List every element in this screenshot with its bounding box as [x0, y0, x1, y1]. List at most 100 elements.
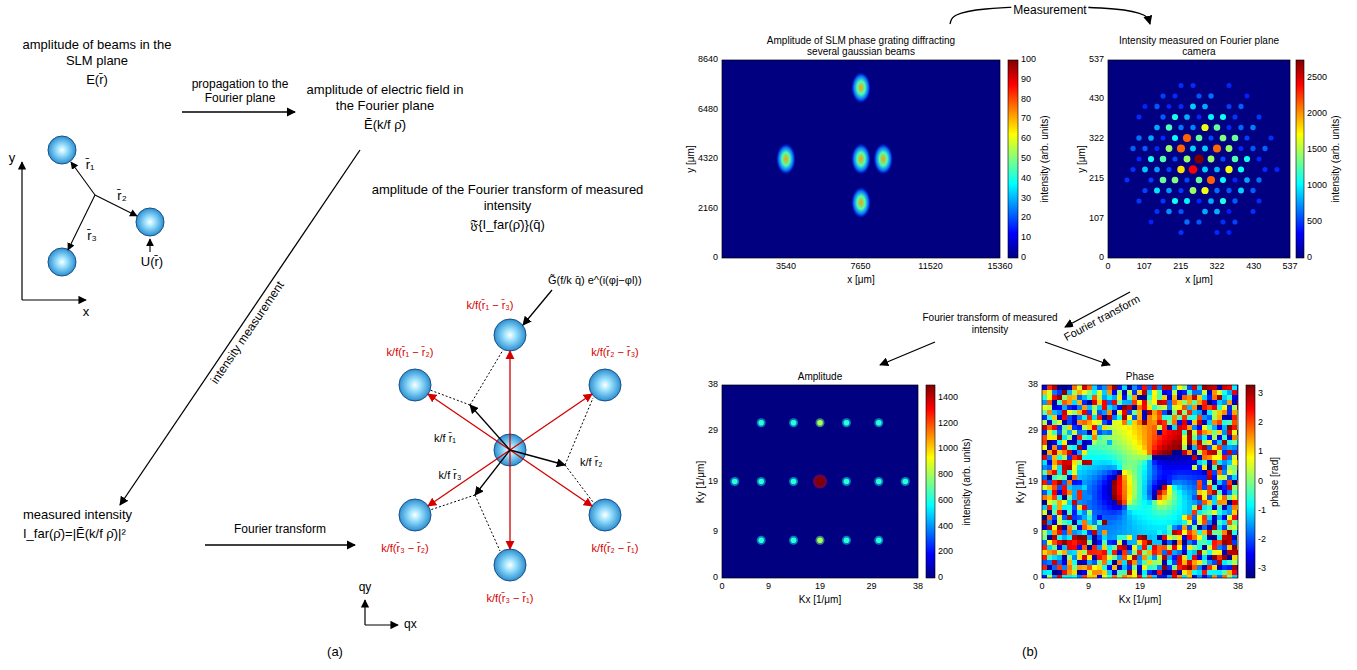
phase-cell	[1102, 465, 1107, 470]
phase-cell	[1097, 560, 1102, 565]
phase-cell	[1082, 540, 1087, 545]
phase-cell	[1212, 470, 1217, 475]
peak	[844, 538, 850, 544]
phase-cell	[1067, 475, 1072, 480]
phase-cell	[1047, 530, 1052, 535]
phase-cell	[1222, 560, 1227, 565]
tick-label: 38	[708, 380, 718, 390]
phase-cell	[1112, 425, 1117, 430]
phase-cell	[1057, 420, 1062, 425]
tick-label: 29	[1187, 582, 1197, 592]
phase-cell	[1077, 410, 1082, 415]
phase-cell	[1202, 480, 1207, 485]
phase-cell	[1147, 395, 1152, 400]
phase-cell	[1092, 430, 1097, 435]
phase-cell	[1092, 410, 1097, 415]
phase-cell	[1077, 540, 1082, 545]
phase-cell	[1217, 510, 1222, 515]
phase-cell	[1062, 520, 1067, 525]
phase-cell	[1042, 450, 1047, 455]
speckle	[1166, 124, 1172, 130]
phase-cell	[1077, 435, 1082, 440]
phase-cell	[1072, 405, 1077, 410]
phase-cell	[1122, 495, 1127, 500]
phase-cell	[1177, 520, 1182, 525]
phase-cell	[1052, 435, 1057, 440]
stage-text: amplitude of the Fourier transform of me…	[358, 182, 657, 214]
phase-cell	[1167, 440, 1172, 445]
phase-cell	[1157, 435, 1162, 440]
phase-cell	[1222, 550, 1227, 555]
stage-text: amplitude of electric field in the Fouri…	[298, 82, 472, 114]
phase-cell	[1127, 455, 1132, 460]
phase-cell	[1222, 450, 1227, 455]
phase-cell	[1212, 565, 1217, 570]
phase-cell	[1207, 410, 1212, 415]
phase-cell	[1147, 445, 1152, 450]
peak-glow	[842, 536, 851, 545]
phase-cell	[1157, 445, 1162, 450]
phase-cell	[1107, 555, 1112, 560]
phase-cell	[1072, 565, 1077, 570]
peak-glow	[901, 477, 910, 486]
speckle	[1189, 165, 1198, 174]
phase-cell	[1052, 495, 1057, 500]
phase-cell	[1142, 560, 1147, 565]
phase-cell	[1077, 575, 1082, 578]
tick-label: 29	[708, 426, 718, 436]
phase-cell	[1047, 450, 1052, 455]
phase-cell	[1077, 465, 1082, 470]
phase-cell	[1072, 445, 1077, 450]
phase-cell	[1072, 560, 1077, 565]
phase-cell	[1107, 560, 1112, 565]
phase-cell	[1122, 550, 1127, 555]
phase-cell	[1062, 540, 1067, 545]
phase-cell	[1217, 535, 1222, 540]
phase-cell	[1137, 470, 1142, 475]
peak-glow	[816, 536, 825, 545]
phase-cell	[1147, 485, 1152, 490]
phase-cell	[1137, 550, 1142, 555]
phase-cell	[1092, 390, 1097, 395]
phase-cell	[1042, 435, 1047, 440]
phase-cell	[1232, 505, 1237, 510]
phase-cell	[1182, 520, 1187, 525]
phase-cell	[1067, 530, 1072, 535]
phase-cell	[1137, 465, 1142, 470]
phase-cell	[1092, 515, 1097, 520]
phase-cell	[1197, 510, 1202, 515]
phase-cell	[1087, 480, 1092, 485]
tick-label: 0	[938, 573, 943, 583]
phase-cell	[1077, 505, 1082, 510]
phase-cell	[1222, 565, 1227, 570]
phase-cell	[1077, 515, 1082, 520]
phase-cell	[1137, 460, 1142, 465]
phase-cell	[1142, 465, 1147, 470]
speckle	[1154, 146, 1159, 151]
colorbar-label: intensity (arb. units)	[1330, 115, 1341, 202]
phase-cell	[1042, 570, 1047, 575]
phase-cell	[1157, 470, 1162, 475]
phase-cell	[1062, 485, 1067, 490]
tick-label: 100	[1021, 55, 1036, 65]
phase-cell	[1162, 550, 1167, 555]
speckle	[1256, 156, 1261, 161]
phase-cell	[1117, 520, 1122, 525]
phase-cell	[1197, 515, 1202, 520]
phase-cell	[1202, 470, 1207, 475]
phase-cell	[1137, 505, 1142, 510]
phase-cell	[1232, 400, 1237, 405]
phase-cell	[1197, 475, 1202, 480]
phase-cell	[1212, 510, 1217, 515]
plot-frame	[722, 385, 918, 578]
phase-cell	[1172, 455, 1177, 460]
phase-cell	[1167, 560, 1172, 565]
phase-cell	[1232, 430, 1237, 435]
phase-cell	[1232, 440, 1237, 445]
phase-cell	[1232, 520, 1237, 525]
phase-cell	[1142, 570, 1147, 575]
phase-cell	[1112, 460, 1117, 465]
phase-cell	[1087, 495, 1092, 500]
phase-cell	[1057, 505, 1062, 510]
phase-cell	[1057, 545, 1062, 550]
